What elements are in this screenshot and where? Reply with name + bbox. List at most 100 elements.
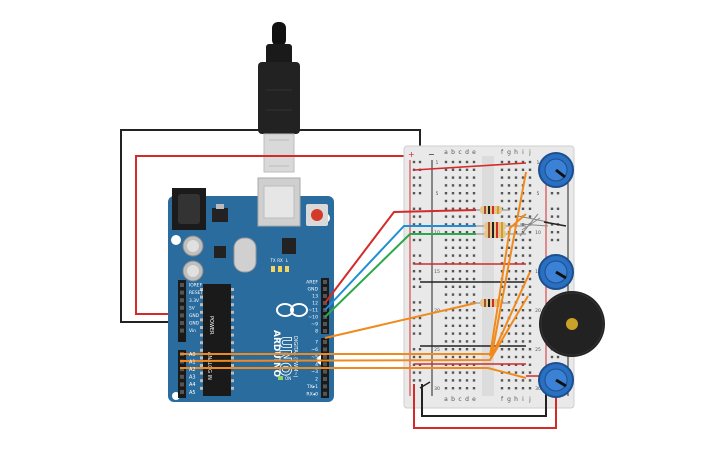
breadboard-column-label: i <box>522 149 524 156</box>
digital-pin[interactable] <box>323 322 327 326</box>
power-pin-label: Vin <box>189 328 196 334</box>
breadboard-column-label: c <box>458 149 461 156</box>
digital-pin-label: ~10 <box>308 315 318 321</box>
power-pin-label: GND <box>189 313 200 319</box>
power-pin[interactable] <box>180 290 184 295</box>
digital-pin[interactable] <box>323 287 327 291</box>
digital-pin[interactable] <box>323 391 327 396</box>
digital-pin-label: TX▸1 <box>306 384 318 390</box>
digital-pin[interactable] <box>323 280 327 284</box>
digital-pin-label: ~11 <box>308 308 318 314</box>
power-section-label: POWER <box>208 316 214 335</box>
power-pin[interactable] <box>180 313 184 318</box>
digital-pin[interactable] <box>323 329 327 333</box>
breadboard-column-label: a <box>444 396 448 403</box>
analog-pin[interactable] <box>180 374 184 379</box>
usb-cable[interactable] <box>258 22 300 173</box>
digital-pin[interactable] <box>323 362 327 367</box>
usb-chip <box>282 238 296 254</box>
breadboard-jumpers <box>413 162 548 389</box>
wire-red-bottom <box>413 384 557 429</box>
power-pin-label: IOREF <box>189 283 203 289</box>
digital-section-label: DIGITAL (PWM~) <box>292 336 298 378</box>
potentiometer-knob-indicator <box>555 378 567 388</box>
chip-pins <box>200 288 234 390</box>
resistor-1[interactable] <box>470 206 510 214</box>
analog-pin-label: A0 <box>189 352 196 358</box>
breadboard-row-label: 5 <box>436 191 439 197</box>
analog-pin[interactable] <box>180 390 184 394</box>
breadboard-column-label: b <box>451 149 455 156</box>
wire-gnd-to-rail <box>120 129 421 323</box>
digital-pin-label: 7 <box>315 340 318 346</box>
analog-pin-label: A1 <box>189 359 196 365</box>
wire-orange-buzzer <box>489 213 527 357</box>
crystal-oscillator <box>233 237 257 273</box>
breadboard-column-label: i <box>522 396 524 403</box>
digital-pin[interactable] <box>323 294 327 298</box>
digital-pin-label: ~9 <box>311 322 318 328</box>
mounting-hole <box>171 235 181 245</box>
breadboard-row-label: 30 <box>434 386 440 392</box>
digital-pin[interactable] <box>323 340 327 344</box>
breadboard-row-label: 10 <box>535 230 541 236</box>
digital-pin[interactable] <box>323 354 327 359</box>
breadboard-row-label: 30 <box>535 386 541 392</box>
reset-button-cap[interactable] <box>311 209 323 221</box>
breadboard-row-label: 25 <box>535 347 541 353</box>
breadboard-column-label: a <box>444 149 448 156</box>
potentiometer-2[interactable] <box>538 254 574 290</box>
breadboard-row-label: 25 <box>434 347 440 353</box>
power-pin-label: 5V <box>189 305 195 311</box>
breadboard-row-label: 20 <box>434 308 440 314</box>
power-pin[interactable] <box>180 328 184 333</box>
digital-pin-label: 2 <box>315 377 318 383</box>
digital-pin[interactable] <box>323 369 327 374</box>
wire-green-pin9 <box>324 233 476 318</box>
on-label: ON <box>285 376 291 381</box>
piezo-buzzer[interactable] <box>539 291 605 357</box>
rail-minus-label: − <box>428 150 435 159</box>
potentiometer-1[interactable] <box>538 152 574 188</box>
signal-wires <box>179 171 531 379</box>
digital-pin[interactable] <box>323 377 327 381</box>
wire-black-bottom <box>421 384 547 417</box>
breadboard-row-label: 20 <box>535 308 541 314</box>
breadboard-column-label: c <box>458 396 461 403</box>
potentiometer-3[interactable] <box>538 362 574 398</box>
arduino-uno-board[interactable]: TX RX L ARDUINO UNO ON POWER ANALOG IN D… <box>168 177 334 402</box>
resistor-3[interactable] <box>470 230 526 238</box>
digital-pin-label: RX◂0 <box>306 391 318 397</box>
usb-plug-body <box>258 62 300 134</box>
power-pin-label: GND <box>189 321 200 327</box>
power-pin[interactable] <box>180 305 184 310</box>
digital-pin-label: ~5 <box>311 354 318 360</box>
power-header[interactable] <box>178 280 186 342</box>
digital-pin[interactable] <box>323 384 327 389</box>
analog-pin[interactable] <box>180 382 184 387</box>
rx-led <box>278 266 282 272</box>
breadboard-column-label: g <box>507 149 511 156</box>
breadboard-column-label: g <box>507 396 511 403</box>
digital-pin[interactable] <box>323 347 327 352</box>
analog-header[interactable] <box>178 350 186 398</box>
breadboard-column-label: h <box>514 149 518 156</box>
rgb-led[interactable] <box>517 213 567 237</box>
breadboard-column-label: b <box>451 396 455 403</box>
digital-pin-label: 8 <box>315 329 318 335</box>
analog-pin[interactable] <box>180 367 184 372</box>
digital-header-top[interactable] <box>321 278 329 334</box>
digital-pin-label: ~6 <box>311 347 318 353</box>
breadboard-column-label: h <box>514 396 518 403</box>
wire-orange-pin7 <box>324 302 477 339</box>
arduino-logo <box>276 303 308 317</box>
analog-pin-label: A3 <box>189 375 196 381</box>
power-pin[interactable] <box>180 283 184 287</box>
buzzer-center <box>566 318 578 330</box>
power-pin[interactable] <box>180 321 184 325</box>
power-pin[interactable] <box>180 298 184 303</box>
breadboard-column-label: f <box>501 396 504 403</box>
breadboard-column-label: j <box>528 396 531 403</box>
